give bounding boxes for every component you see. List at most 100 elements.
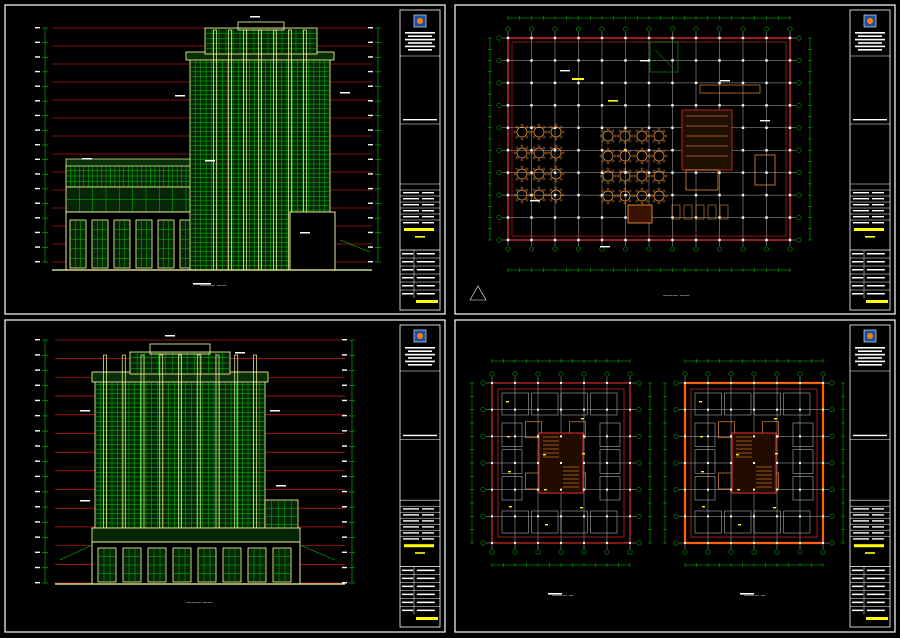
annotation-text: [250, 16, 260, 18]
column: [514, 488, 516, 491]
room: [694, 422, 716, 447]
column: [583, 408, 585, 411]
column: [694, 81, 698, 85]
column: [707, 462, 709, 464]
axis-bubble: [529, 246, 534, 252]
sheet-side-elevation[interactable]: [35, 324, 441, 628]
chair: [525, 188, 529, 192]
chair: [527, 172, 531, 176]
drawing-title-underline: [548, 593, 562, 595]
title-block: [399, 9, 441, 311]
chair: [520, 158, 524, 162]
column: [606, 382, 608, 384]
dimension-text: [342, 460, 347, 462]
axis-bubble: [576, 26, 581, 32]
chair: [542, 156, 546, 160]
chair: [601, 179, 605, 183]
axis-bubble: [764, 26, 769, 32]
sheet-frame-top-right[interactable]: [454, 4, 896, 315]
column: [694, 104, 698, 107]
annotation-text: [300, 232, 310, 234]
chair: [559, 146, 563, 150]
chair: [652, 179, 656, 183]
title-block-cell-text: [416, 577, 435, 580]
title-block-cell-text: [403, 520, 419, 522]
sheet-typical-floor-plans[interactable]: [470, 324, 891, 628]
chair: [657, 201, 661, 205]
axis-bubble: [796, 147, 802, 153]
title-block-cell-text: [403, 204, 419, 206]
title-block-cell-text: [852, 253, 864, 255]
column: [530, 149, 533, 152]
title-block-cell-text: [852, 569, 864, 572]
title-block-cell-text: [416, 593, 435, 596]
axis-bubble: [820, 549, 826, 555]
axis-bubble: [673, 540, 679, 546]
round-table: [602, 150, 614, 162]
chair: [623, 141, 627, 145]
chair: [645, 189, 649, 193]
column: [530, 216, 533, 219]
sheet-frame-bottom-right[interactable]: [454, 319, 896, 633]
room: [724, 392, 752, 416]
title-block-cell-text: [872, 538, 884, 540]
facade-outline: [91, 219, 109, 269]
column: [694, 238, 698, 242]
chair: [628, 169, 632, 173]
column: [741, 81, 745, 85]
title-block-cell-text: [402, 293, 414, 295]
chair: [640, 147, 644, 151]
sheet-front-elevation[interactable]: [35, 9, 441, 311]
column: [624, 193, 627, 197]
chair: [520, 200, 524, 204]
title-block-cell-text: [402, 285, 414, 287]
lounge-seating: [695, 204, 705, 220]
chair: [635, 159, 639, 163]
chair: [513, 193, 517, 197]
sheet-ground-floor-plan[interactable]: [469, 9, 891, 311]
chair: [544, 172, 548, 176]
title-block-cell-text: [872, 192, 884, 194]
title-block-border: [399, 9, 441, 311]
sheet-frame-top-left[interactable]: [4, 4, 446, 315]
dimension-text: [35, 551, 40, 554]
column: [514, 542, 516, 544]
column: [537, 542, 539, 544]
column: [560, 382, 562, 384]
column: [537, 515, 539, 518]
sheet-frame-bottom-left[interactable]: [4, 319, 446, 633]
column: [765, 36, 768, 40]
column: [530, 59, 533, 62]
column: [822, 435, 824, 438]
dimension-text: [35, 217, 40, 219]
column: [799, 488, 801, 491]
column: [776, 435, 778, 438]
room-tag: [581, 418, 584, 420]
round-table: [619, 170, 631, 182]
chair: [537, 179, 541, 183]
column: [718, 36, 721, 40]
chair: [613, 194, 617, 198]
axis-bubble: [673, 433, 679, 439]
chair: [530, 172, 534, 176]
chair: [554, 158, 558, 162]
dimension-text: [35, 339, 40, 341]
column: [624, 36, 627, 40]
column: [647, 149, 651, 152]
axis-bubble: [529, 26, 534, 32]
chair: [662, 199, 666, 203]
chair: [599, 154, 603, 158]
chair: [611, 179, 615, 183]
chair: [645, 129, 649, 133]
chair: [530, 130, 534, 134]
ground-window: [97, 547, 117, 583]
chair: [554, 144, 558, 148]
chair: [647, 194, 651, 198]
axis-bubble: [728, 371, 734, 377]
chair: [599, 194, 603, 198]
axis-bubble: [604, 371, 610, 377]
lounge-seating: [707, 204, 717, 220]
chair: [640, 181, 644, 185]
title-block-border: [399, 324, 441, 628]
column: [624, 171, 627, 174]
